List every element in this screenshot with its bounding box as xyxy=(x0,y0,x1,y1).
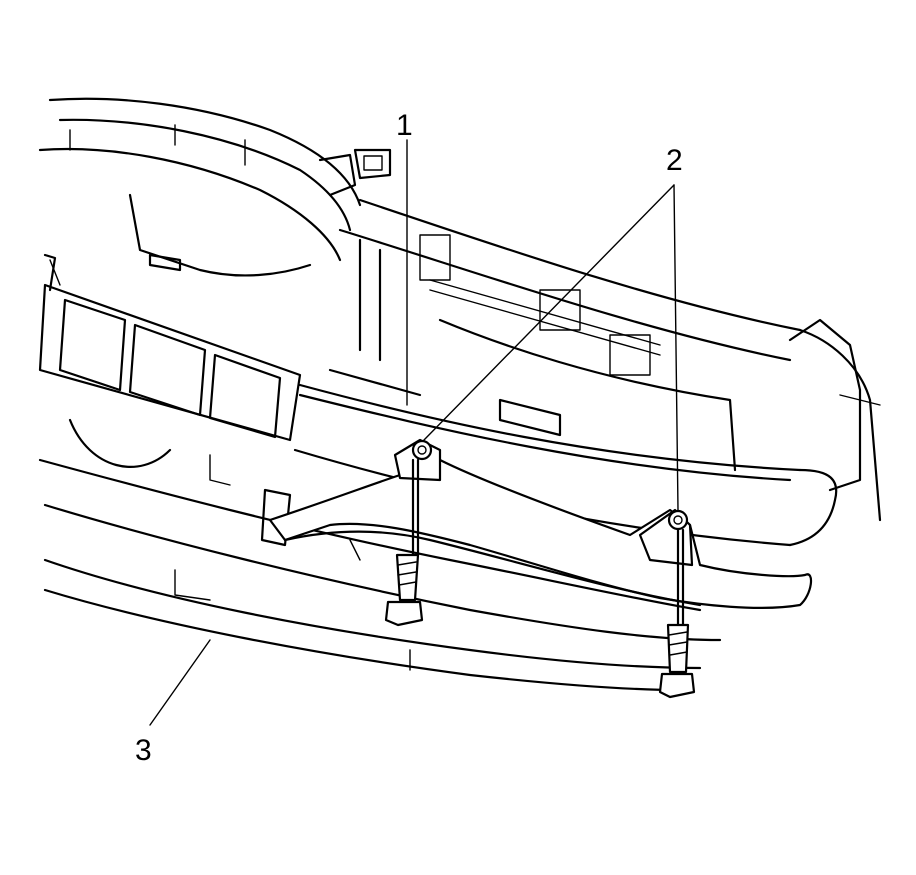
leader-2b xyxy=(673,184,679,511)
bolt-left xyxy=(384,439,433,627)
leader-lines xyxy=(149,139,679,726)
callout-3: 3 xyxy=(135,734,152,767)
leader-2a xyxy=(423,184,675,441)
callout-2: 2 xyxy=(666,144,683,177)
upper-duct-housing xyxy=(38,97,392,277)
bolt-right xyxy=(658,509,696,699)
left-vent-grille xyxy=(38,253,302,486)
panel-frame xyxy=(328,198,882,522)
callout-1: 1 xyxy=(396,109,413,142)
leader-3 xyxy=(149,639,211,726)
support-bracket xyxy=(268,383,838,609)
